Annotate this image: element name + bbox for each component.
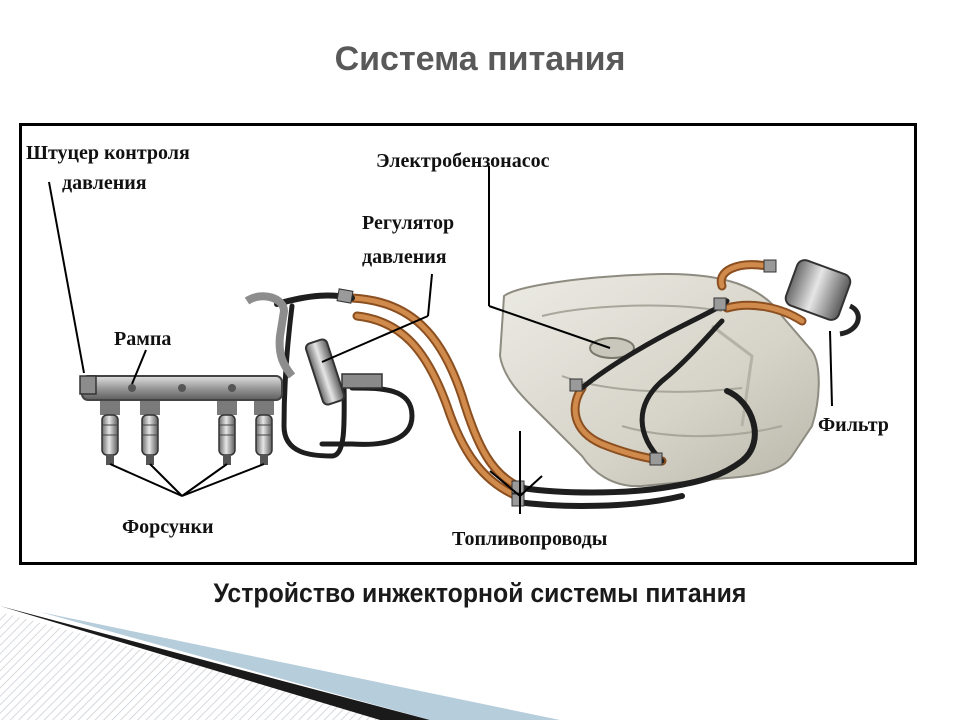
label-fuel-pump: Электробензонасос: [376, 150, 550, 172]
label-regulator-line1: Регулятор: [362, 212, 455, 234]
pressure-regulator: [304, 338, 383, 406]
pipe-clamps: [336, 259, 777, 507]
label-pressure-fitting-line2: давления: [62, 172, 147, 194]
injector-1: [100, 401, 120, 465]
label-filter: Фильтр: [818, 414, 889, 436]
injectors: [100, 401, 274, 465]
black-fuel-lines: [274, 292, 758, 509]
label-rail: Рампа: [114, 328, 172, 350]
label-fuel-lines: Топливопроводы: [452, 528, 608, 550]
fuel-filter: [784, 259, 861, 337]
pressure-test-fitting: [79, 375, 97, 395]
injector-2: [140, 401, 160, 465]
diagram-frame: Штуцер контроля давления Электробензонас…: [19, 123, 917, 565]
label-injectors: Форсунки: [122, 516, 214, 538]
callout-leader-lines: [48, 166, 833, 514]
dark-swoosh: [0, 606, 430, 720]
injector-3: [217, 401, 237, 465]
fuel-pump-module: [589, 337, 635, 359]
light-swoosh: [40, 612, 560, 720]
label-regulator-line2: давления: [362, 246, 447, 268]
slide-title: Система питания: [334, 40, 626, 78]
fuel-system-illustration: [48, 166, 861, 514]
copper-fuel-lines: [347, 260, 807, 501]
diagram-caption: Устройство инжекторной системы питания: [213, 578, 747, 608]
injector-4: [254, 401, 274, 465]
label-pressure-fitting-line1: Штуцер контроля: [26, 142, 190, 164]
